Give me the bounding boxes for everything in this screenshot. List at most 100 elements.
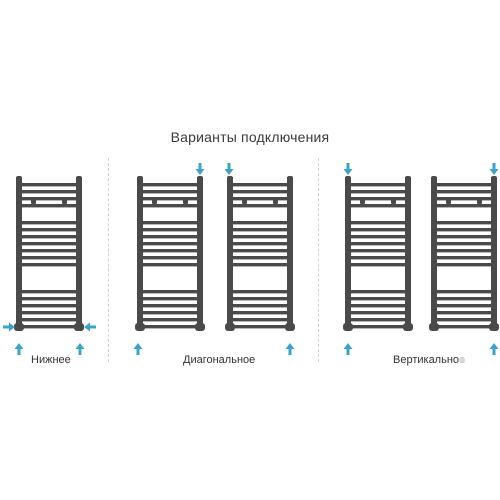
radiator-bar	[436, 235, 492, 239]
radiator-bar	[350, 256, 406, 260]
towel-radiator-icon	[225, 176, 295, 331]
radiator-bar	[436, 197, 492, 201]
radiator-rail-left	[345, 176, 351, 330]
radiator-bar	[21, 304, 77, 308]
radiator-bar	[436, 183, 492, 187]
radiator-bar	[21, 311, 77, 315]
radiator-bar	[142, 263, 198, 267]
radiator-bar	[436, 256, 492, 260]
group-divider-2	[318, 158, 319, 362]
radiator-bar	[350, 297, 406, 301]
radiator-bar	[21, 290, 77, 294]
radiator-bar	[350, 221, 406, 225]
radiator-bar	[350, 311, 406, 315]
towel-radiator-icon	[135, 176, 205, 331]
flow-arrow-icon	[14, 343, 24, 355]
radiator-bar	[232, 228, 288, 232]
radiator-bar	[232, 190, 288, 194]
radiator-bar	[232, 204, 288, 208]
radiator-bar	[350, 235, 406, 239]
radiator-bar	[232, 242, 288, 246]
flow-arrow-icon	[3, 322, 15, 332]
radiator-bar	[21, 190, 77, 194]
wall-bracket	[242, 198, 247, 204]
radiator-bar	[350, 318, 406, 322]
radiator-bar	[232, 263, 288, 267]
radiator-bar	[21, 318, 77, 322]
radiator-rail-left	[431, 176, 437, 330]
radiator-bar	[21, 183, 77, 187]
radiator-bar	[350, 190, 406, 194]
valve-right	[74, 323, 84, 331]
valve-left	[135, 323, 145, 331]
towel-radiator-icon	[343, 176, 413, 331]
radiator-bar	[21, 221, 77, 225]
valve-left	[225, 323, 235, 331]
variant-label-vertical: Вертикальное	[393, 354, 466, 366]
radiator-bar	[142, 249, 198, 253]
valve-right	[489, 323, 499, 331]
radiator-bar	[142, 197, 198, 201]
radiator-bar	[21, 263, 77, 267]
radiator-bar	[21, 249, 77, 253]
wall-bracket	[477, 198, 482, 204]
radiator-bar	[142, 242, 198, 246]
radiator-bar	[232, 221, 288, 225]
wall-bracket	[360, 198, 365, 204]
radiator-bar	[436, 297, 492, 301]
radiator-bar	[21, 242, 77, 246]
flow-arrow-icon	[343, 343, 353, 355]
radiator-bar	[350, 325, 406, 329]
wall-bracket	[62, 198, 67, 204]
radiator-bar	[350, 263, 406, 267]
radiator-bar	[436, 228, 492, 232]
radiator-bar	[142, 256, 198, 260]
radiator-bar	[21, 325, 77, 329]
radiator-bar	[436, 304, 492, 308]
radiator-bar	[232, 318, 288, 322]
radiator-bar	[436, 263, 492, 267]
flow-arrow-icon	[285, 343, 295, 355]
flow-arrow-icon	[489, 343, 499, 355]
radiator-rail-right	[405, 176, 411, 330]
wall-bracket	[446, 198, 451, 204]
radiator-bar	[436, 311, 492, 315]
towel-radiator-icon	[14, 176, 84, 331]
flow-arrow-icon	[489, 163, 499, 175]
towel-radiator-icon	[429, 176, 499, 331]
radiator-bar	[142, 190, 198, 194]
flow-arrow-icon	[133, 343, 143, 355]
valve-right	[195, 323, 205, 331]
radiator-bar	[350, 249, 406, 253]
group-divider-1	[108, 158, 109, 362]
flow-arrow-icon	[84, 322, 96, 332]
radiator-bar	[232, 235, 288, 239]
radiator-rail-right	[197, 176, 203, 330]
radiator-bar	[232, 311, 288, 315]
radiator-rail-left	[16, 176, 22, 330]
flow-arrow-icon	[195, 163, 205, 175]
radiator-bar	[142, 304, 198, 308]
valve-right	[403, 323, 413, 331]
wall-bracket	[183, 198, 188, 204]
radiator-bar	[142, 228, 198, 232]
radiator-bar	[350, 242, 406, 246]
radiator-bar	[21, 204, 77, 208]
radiator-bar	[142, 235, 198, 239]
radiator-bar	[232, 197, 288, 201]
radiator-bar	[232, 249, 288, 253]
radiator-bar	[436, 318, 492, 322]
variant-label-bottom: Нижнее	[31, 354, 71, 366]
valve-right	[285, 323, 295, 331]
valve-left	[429, 323, 439, 331]
radiator-bar	[232, 297, 288, 301]
flow-arrow-icon	[343, 163, 353, 175]
radiator-bar	[21, 228, 77, 232]
radiator-bar	[21, 297, 77, 301]
section-title: Варианты подключения	[170, 129, 330, 145]
wall-bracket	[391, 198, 396, 204]
radiator-bar	[436, 249, 492, 253]
decorative-dot	[459, 357, 465, 363]
radiator-bar	[436, 290, 492, 294]
radiator-bar	[436, 242, 492, 246]
